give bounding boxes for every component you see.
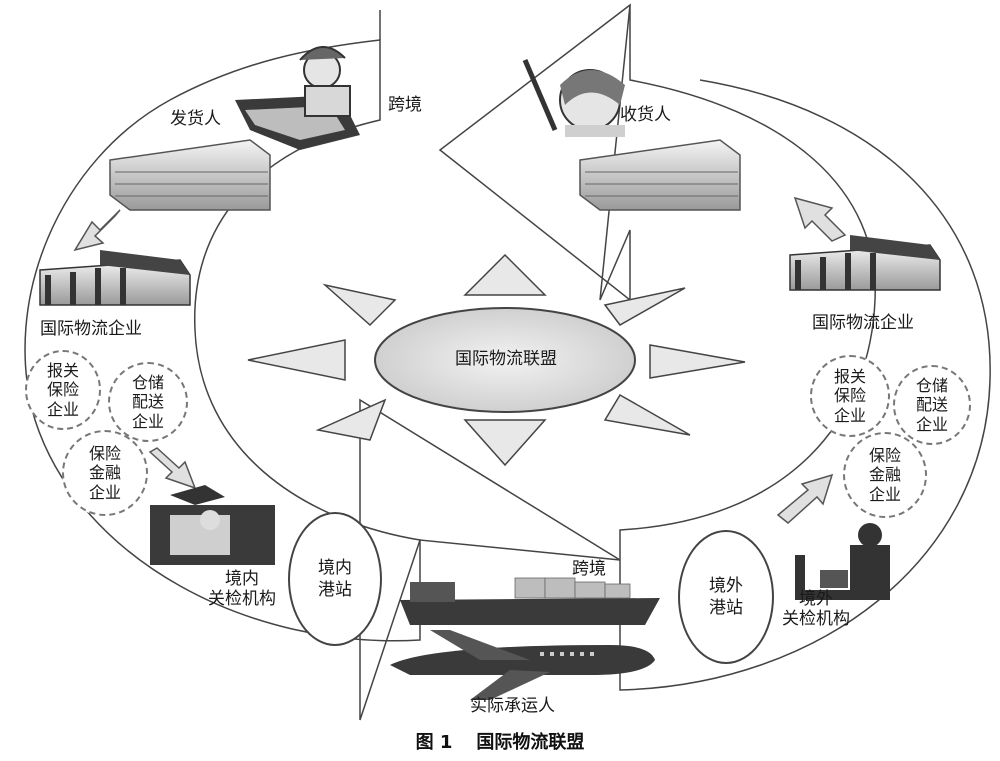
figure-caption: 图 1 国际物流联盟 bbox=[0, 728, 1000, 754]
left-logistics-label: 国际物流企业 bbox=[40, 319, 142, 339]
flow-arrow-icon bbox=[148, 447, 197, 490]
left-circle-customs-insurance: 报关 保险 企业 bbox=[25, 350, 101, 430]
warehouse-building-icon bbox=[579, 139, 741, 211]
left-circle-warehousing: 仓储 配送 企业 bbox=[108, 362, 188, 442]
sun-ray-icon bbox=[603, 393, 691, 436]
shipper-person-icon bbox=[235, 46, 360, 150]
foreign-port-oval: 境外 港站 bbox=[678, 530, 774, 664]
airplane-icon bbox=[390, 630, 655, 700]
sun-ray-icon bbox=[315, 398, 387, 441]
carrier-label: 实际承运人 bbox=[470, 696, 555, 716]
flow-arrow-icon bbox=[793, 196, 847, 242]
consignee-label: 收货人 bbox=[620, 105, 671, 125]
sun-ray-icon bbox=[603, 287, 686, 326]
customs-officer-icon bbox=[150, 485, 275, 565]
logistics-building-icon bbox=[39, 250, 191, 306]
sun-rays bbox=[247, 253, 746, 467]
flow-arrow-icon bbox=[73, 209, 121, 252]
right-circle-customs-insurance: 报关 保险 企业 bbox=[810, 355, 890, 437]
sun-ray-icon bbox=[247, 339, 346, 381]
foreign-inspection-label: 境外 关检机构 bbox=[782, 589, 850, 629]
figure-title: 国际物流联盟 bbox=[476, 732, 585, 753]
sun-ray-icon bbox=[463, 253, 547, 296]
domestic-inspection-label: 境内 关检机构 bbox=[208, 569, 276, 609]
warehouse-building-icon bbox=[109, 139, 271, 211]
consignee-person-icon bbox=[522, 59, 625, 137]
sun-ray-icon bbox=[649, 344, 746, 379]
left-flow-loop bbox=[24, 39, 421, 642]
right-circle-finance: 保险 金融 企业 bbox=[843, 432, 927, 518]
flow-arrow-icon bbox=[776, 473, 834, 524]
left-cross-border-label: 跨境 bbox=[388, 95, 422, 115]
shipper-label: 发货人 bbox=[170, 109, 221, 129]
right-circle-warehousing: 仓储 配送 企业 bbox=[893, 365, 971, 445]
bottom-cross-border-label: 跨境 bbox=[572, 559, 606, 579]
domestic-port-oval: 境内 港站 bbox=[288, 512, 382, 646]
right-flow-loop bbox=[619, 5, 991, 691]
right-loop-arrowhead bbox=[438, 3, 631, 302]
left-circle-finance: 保险 金融 企业 bbox=[62, 430, 148, 516]
cargo-ship-icon bbox=[400, 577, 660, 625]
figure-number: 图 1 bbox=[415, 732, 453, 753]
customs-desk-icon bbox=[795, 523, 890, 600]
sun-ray-icon bbox=[322, 283, 397, 327]
right-logistics-label: 国际物流企业 bbox=[812, 313, 914, 333]
logistics-building-icon bbox=[789, 235, 941, 291]
center-ellipse bbox=[374, 307, 636, 413]
sun-ray-icon bbox=[463, 419, 547, 467]
center-label: 国际物流联盟 bbox=[455, 349, 557, 369]
